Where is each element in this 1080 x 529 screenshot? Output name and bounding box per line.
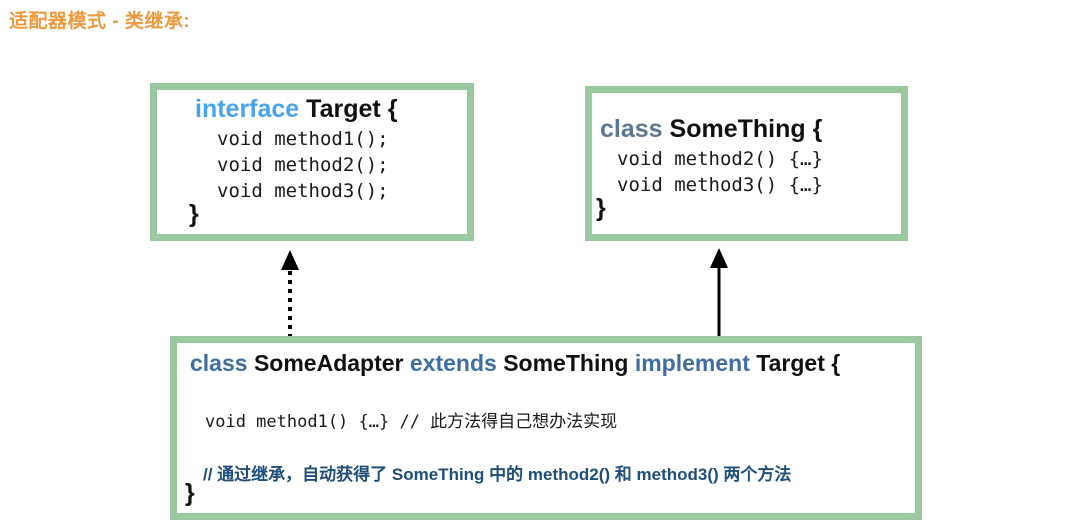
adapter-header: class SomeAdapter extends SomeThing impl…: [190, 350, 840, 377]
adapter-method-line: void method1() {…} // 此方法得自己想办法实现: [205, 412, 618, 432]
type-name-target-ref: Target: [756, 350, 825, 376]
class-box-adapter: class SomeAdapter extends SomeThing impl…: [170, 336, 922, 520]
adapter-comment-line: // 通过继承，自动获得了 SomeThing 中的 method2() 和 m…: [203, 465, 792, 484]
spacer: [663, 115, 670, 143]
target-member-1: void method1();: [217, 128, 389, 150]
extends-arrow-icon: [710, 248, 728, 338]
type-name-something-ref: SomeThing: [503, 350, 629, 376]
keyword-implement: implement: [634, 350, 750, 376]
target-member-2: void method2();: [217, 154, 389, 176]
keyword-interface: interface: [195, 95, 300, 123]
class-box-target: interface Target { void method1(); void …: [150, 83, 474, 241]
extends-arrow-head: [710, 248, 728, 268]
implements-arrow-icon: [281, 250, 299, 338]
page-title: 适配器模式 - 类继承:: [9, 11, 191, 32]
spacer: [806, 115, 813, 143]
open-brace: {: [812, 115, 823, 143]
implements-arrow-head: [281, 250, 299, 270]
target-header: interface Target {: [195, 95, 397, 124]
keyword-class: class: [600, 115, 663, 143]
spacer: [381, 95, 388, 123]
target-member-3: void method3();: [217, 180, 389, 202]
keyword-class: class: [190, 350, 248, 376]
adapter-close-brace: }: [185, 479, 195, 507]
target-close-brace: }: [189, 200, 199, 228]
keyword-extends: extends: [409, 350, 497, 376]
something-header: class SomeThing {: [600, 115, 822, 144]
type-name-target: Target: [306, 95, 381, 123]
something-member-2: void method3() {…}: [617, 174, 823, 196]
something-member-1: void method2() {…}: [617, 148, 823, 170]
type-name-something: SomeThing: [669, 115, 806, 143]
type-name-someadapter: SomeAdapter: [253, 350, 404, 376]
class-box-something: class SomeThing { void method2() {…} voi…: [585, 86, 908, 241]
something-close-brace: }: [596, 194, 606, 222]
open-brace: {: [831, 350, 841, 376]
open-brace: {: [387, 95, 398, 123]
